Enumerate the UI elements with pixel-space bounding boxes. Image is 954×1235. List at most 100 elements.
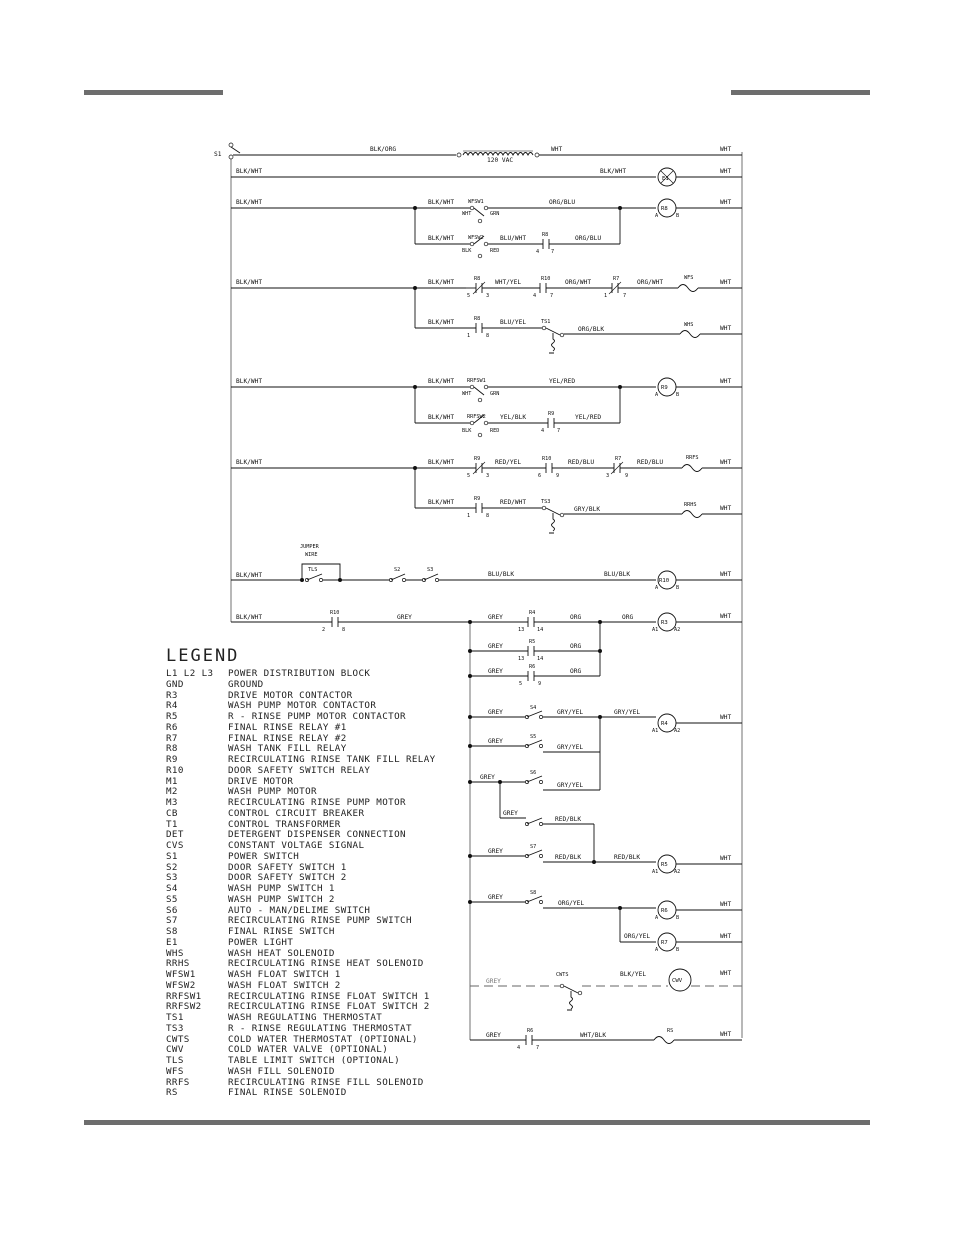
- diagram-label: S5: [530, 734, 536, 740]
- legend-code: S3: [166, 872, 178, 884]
- relay-coil-r5: R5 A1 A2: [652, 854, 680, 875]
- diagram-label: R9: [474, 456, 480, 462]
- diagram-label: WHS: [684, 322, 693, 328]
- diagram-label: A: [655, 915, 659, 921]
- diagram-label: BLU/YEL: [500, 319, 526, 326]
- legend-desc: POWER LIGHT: [228, 936, 294, 948]
- legend-code: RRHS: [166, 958, 190, 970]
- diagram-label: GRY/YEL: [557, 744, 583, 751]
- diagram-label: YEL/BLK: [500, 414, 526, 421]
- diagram-label: WHT: [720, 146, 731, 153]
- legend-code: RRFSW2: [166, 1001, 202, 1013]
- diagram-label: WHT: [720, 613, 731, 620]
- rinse-heat-solenoid: RRHS: [681, 502, 703, 518]
- diagram-label: 5: [467, 293, 470, 299]
- legend-code: CB: [166, 807, 178, 819]
- legend-desc: TABLE LIMIT SWITCH (OPTIONAL): [228, 1055, 401, 1066]
- diagram-label: 7: [551, 249, 554, 255]
- legend-code: TLS: [166, 1055, 184, 1066]
- diagram-label: 7: [536, 1045, 539, 1051]
- wash-fill-solenoid: WFS: [677, 275, 699, 292]
- legend-code: S6: [166, 904, 178, 916]
- diagram-label: 7: [557, 428, 560, 434]
- diagram-label: RED: [490, 248, 499, 254]
- wash-pump-switch-s4: S4: [525, 705, 543, 719]
- power-light-e1: E1: [657, 167, 677, 187]
- relay-contact-r10: R10 4 7: [533, 276, 553, 299]
- float-switch-wfsw2: WFSW2 BLK RED: [462, 235, 499, 259]
- diagram-label: BLK/WHT: [236, 614, 262, 621]
- diagram-label: 7: [550, 293, 553, 299]
- legend-item: S3 DOOR SAFETY SWITCH 2: [166, 872, 466, 884]
- diagram-label: BLK/WHT: [236, 279, 262, 286]
- rinse-fill-solenoid: RRFS: [681, 455, 703, 472]
- diagram-label: ORG: [570, 668, 581, 675]
- diagram-label: ORG/WHT: [565, 279, 591, 286]
- diagram-label: B: [676, 392, 679, 398]
- legend-desc: CONTROL TRANSFORMER: [228, 818, 341, 830]
- diagram-label: WHT: [720, 325, 731, 332]
- diagram-label: 2: [322, 627, 325, 633]
- legend-desc: FINAL RINSE SWITCH: [228, 926, 335, 937]
- legend-code: WFS: [166, 1065, 184, 1077]
- diagram-label: BLK/WHT: [428, 235, 454, 242]
- diagram-label: BLK/WHT: [236, 378, 262, 385]
- diagram-label: WHT: [720, 505, 731, 512]
- thermostat-ts3: TS3: [541, 499, 565, 534]
- diagram-label: A: [655, 947, 659, 953]
- final-rinse-solenoid: RS: [653, 1028, 675, 1044]
- diagram-label: R9: [661, 385, 668, 391]
- diagram-label: 9: [538, 681, 541, 687]
- legend-desc: DOOR SAFETY SWITCH 2: [228, 872, 347, 884]
- diagram-label: WHT: [720, 168, 731, 175]
- diagram-label: S8: [530, 890, 536, 896]
- diagram-label: GREY: [488, 848, 503, 855]
- float-switch-rrfsw1: RRFSW1 WHT GRN: [462, 378, 499, 403]
- relay-contact-r8: R8 4 7: [536, 232, 554, 255]
- diagram-label: 9: [625, 473, 628, 479]
- diagram-label: 3: [606, 473, 609, 479]
- diagram-label: TS3: [541, 499, 550, 505]
- diagram-label: BLK/WHT: [236, 459, 262, 466]
- diagram-label: S6: [530, 770, 536, 776]
- legend-desc: DOOR SAFETY SWITCH 1: [228, 861, 347, 873]
- diagram-label: S4: [530, 705, 536, 711]
- diagram-label: BLK/YEL: [620, 971, 646, 978]
- diagram-label: ORG/YEL: [624, 933, 650, 940]
- diagram-label: RED/BLU: [568, 459, 594, 466]
- diagram-label: A2: [674, 728, 680, 734]
- diagram-label: WHT/BLK: [580, 1032, 606, 1039]
- diagram-label: RED/YEL: [495, 459, 521, 466]
- legend-title: LEGEND: [166, 646, 240, 666]
- diagram-label: GRN: [490, 211, 499, 217]
- rinse-pump-switch-s7: S7: [525, 844, 543, 858]
- diagram-label: 8: [486, 513, 489, 519]
- diagram-label: R8: [661, 206, 668, 212]
- diagram-label: BLK/WHT: [236, 168, 262, 175]
- diagram-label: GRY/YEL: [557, 782, 583, 789]
- legend-code: R3: [166, 689, 178, 701]
- legend-desc: RECIRCULATING RINSE PUMP SWITCH: [228, 915, 412, 927]
- diagram-label: 4: [533, 293, 536, 299]
- diagram-label: R3: [661, 620, 668, 626]
- diagram-label: R6: [529, 664, 535, 670]
- diagram-label: GRY/YEL: [557, 709, 583, 716]
- diagram-label: R7: [661, 940, 668, 946]
- legend-code: RS: [166, 1087, 178, 1099]
- legend-code: R5: [166, 711, 178, 722]
- diagram-label: ORG: [570, 614, 581, 621]
